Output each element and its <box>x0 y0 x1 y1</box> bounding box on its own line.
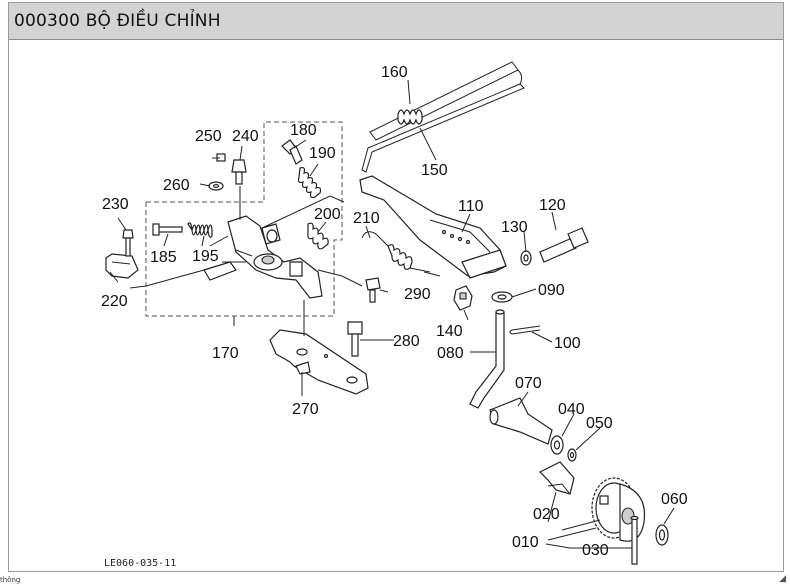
callout-240: 240 <box>232 128 259 145</box>
part-shaft-080 <box>469 309 505 409</box>
callout-040: 040 <box>558 401 585 418</box>
part-bolt-180 <box>281 139 303 165</box>
part-washer-050 <box>567 448 577 462</box>
callout-180: 180 <box>290 122 317 139</box>
part-nut-240 <box>231 159 247 185</box>
callout-190: 190 <box>309 145 336 162</box>
callout-260: 260 <box>163 177 190 194</box>
part-gear-010 <box>591 477 646 542</box>
callout-210: 210 <box>353 210 380 227</box>
callout-090: 090 <box>538 282 565 299</box>
callout-220: 220 <box>101 293 128 310</box>
part-washer-260 <box>208 181 224 191</box>
callout-110: 110 <box>458 198 484 215</box>
page-title: 000300 BỘ ĐIỀU CHỈNH <box>14 11 221 31</box>
part-washer-040 <box>550 435 564 455</box>
callout-020: 020 <box>533 506 560 523</box>
part-bolt-230 <box>122 229 134 257</box>
part-bolt-290 <box>365 277 381 303</box>
part-bolt-120 <box>539 227 589 263</box>
callout-100: 100 <box>554 335 581 352</box>
part-arm-110 <box>359 175 507 279</box>
footnote-text: thông <box>0 576 21 584</box>
callout-185: 185 <box>150 249 177 266</box>
part-bolt-280 <box>347 321 363 357</box>
part-spring-200 <box>307 222 329 250</box>
callout-010: 010 <box>512 534 539 551</box>
callout-280: 280 <box>393 333 420 350</box>
callout-030: 030 <box>582 542 609 559</box>
diagram-reference: LE060-035-11 <box>104 558 176 569</box>
callout-150: 150 <box>421 162 448 179</box>
part-pin-100 <box>509 325 541 335</box>
callout-060: 060 <box>661 491 688 508</box>
part-rod-160 <box>369 61 523 141</box>
callout-195: 195 <box>192 248 219 265</box>
part-bracket-220 <box>105 253 139 279</box>
callout-070: 070 <box>515 375 542 392</box>
part-spring-195 <box>187 222 213 238</box>
part-pin-030 <box>630 515 639 565</box>
part-weight-020 <box>538 461 575 495</box>
callout-050: 050 <box>586 415 613 432</box>
callout-080: 080 <box>437 345 464 362</box>
part-sleeve-070 <box>489 397 553 445</box>
part-spring-190 <box>297 166 322 199</box>
callout-130: 130 <box>501 219 528 236</box>
part-bolt-185 <box>152 223 183 236</box>
callout-230: 230 <box>102 196 129 213</box>
callout-160: 160 <box>381 64 408 81</box>
title-bar: 000300 BỘ ĐIỀU CHỈNH <box>9 3 783 40</box>
part-washer-090 <box>491 291 513 303</box>
callout-120: 120 <box>539 197 566 214</box>
part-block-140 <box>453 285 473 311</box>
part-washer-060 <box>655 524 669 546</box>
resize-grip-icon: ◢ <box>779 574 786 584</box>
callout-290: 290 <box>404 286 431 303</box>
callout-170: 170 <box>212 345 239 362</box>
callout-270: 270 <box>292 401 319 418</box>
part-rod-150 <box>361 83 525 173</box>
callout-140: 140 <box>436 323 463 340</box>
callout-200: 200 <box>314 206 341 223</box>
callout-250: 250 <box>195 128 222 145</box>
part-washer-130 <box>520 250 532 266</box>
footer-strip: thông <box>0 576 790 586</box>
part-plate-270 <box>269 329 369 395</box>
part-lever-assembly <box>203 215 323 299</box>
